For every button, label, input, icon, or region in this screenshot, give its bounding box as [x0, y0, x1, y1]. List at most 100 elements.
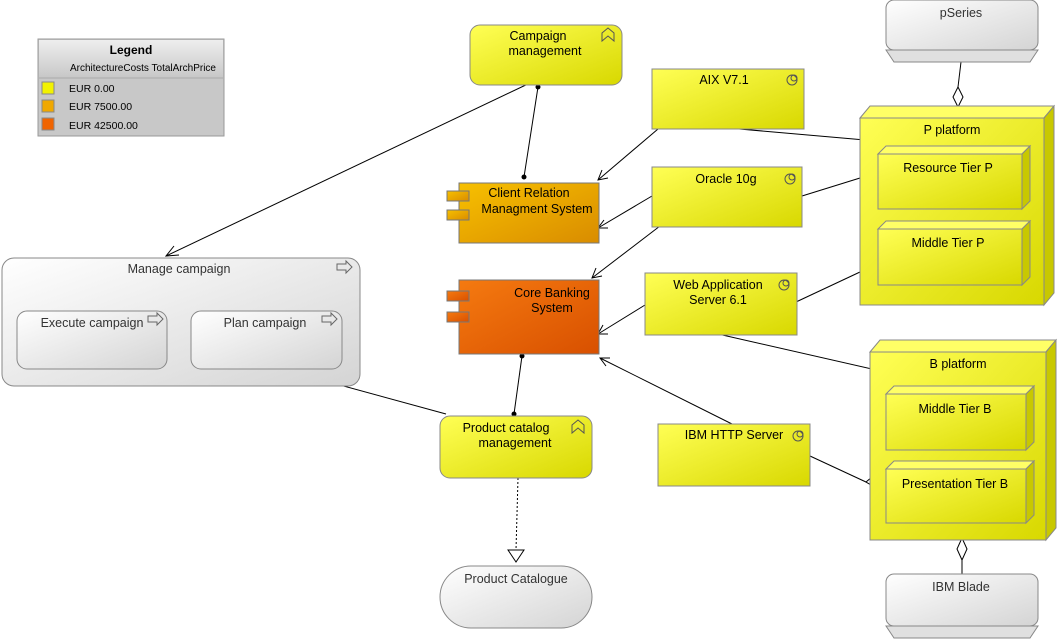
was-label-line1: Web Application — [673, 278, 762, 292]
legend-title: Legend — [110, 43, 153, 57]
trigger-campaign-to-manage — [165, 82, 531, 257]
product-catalog-line2: management — [479, 436, 552, 450]
node-3d-top — [876, 220, 1032, 230]
arrow-head-aix-crm — [597, 169, 609, 181]
core-banking-line2: System — [531, 301, 573, 315]
application-component-core-banking[interactable]: Core Banking System — [446, 279, 600, 355]
system-software-icon-inner — [782, 279, 790, 287]
used-by-oracle-crm — [597, 195, 653, 229]
plan-campaign-label: Plan campaign — [224, 316, 307, 330]
middle-tier-b-label: Middle Tier B — [919, 402, 992, 416]
business-function-product-catalog-management[interactable]: Product catalog management — [439, 415, 593, 479]
application-component-crm[interactable]: Client Relation Managment System — [446, 182, 600, 244]
process-arrow-icon — [321, 311, 338, 327]
system-software-icon — [786, 74, 798, 86]
legend-item-label: EUR 0.00 — [69, 83, 115, 95]
node-3d-top — [876, 145, 1032, 155]
legend-swatch-eur-42500 — [41, 117, 55, 131]
system-software-icon-inner — [788, 173, 796, 181]
arrow-head-ihs-core — [599, 357, 610, 367]
legend-item-label: EUR 7500.00 — [69, 101, 132, 113]
business-function-campaign-management[interactable]: Campaign management — [469, 24, 623, 86]
aggregation-oracle-p — [801, 177, 861, 197]
system-software-oracle[interactable]: Oracle 10g — [651, 166, 803, 228]
system-software-icon — [778, 279, 790, 291]
crm-label-line2: Managment System — [481, 202, 592, 216]
component-tab-top — [446, 190, 470, 202]
assignment-campaign-crm — [523, 86, 539, 178]
aix-label: AIX V7.1 — [699, 73, 748, 87]
function-icon — [601, 27, 615, 43]
legend-item-label: EUR 42500.00 — [69, 120, 138, 132]
assignment-dot-top — [535, 84, 541, 90]
node-3d-side — [1025, 459, 1035, 525]
legend-swatch-eur-0 — [41, 81, 55, 95]
was-label-line2: Server 6.1 — [689, 293, 747, 307]
access-arrow-head — [507, 549, 525, 563]
arrow-head-manage — [164, 245, 180, 257]
oracle-label: Oracle 10g — [695, 172, 756, 186]
presentation-tier-b-label: Presentation Tier B — [902, 477, 1008, 491]
system-software-icon — [792, 430, 804, 442]
used-by-ihs-core — [599, 357, 733, 425]
core-banking-line1: Core Banking — [514, 286, 590, 300]
execute-campaign-label: Execute campaign — [41, 316, 144, 330]
node-3d-top — [858, 105, 1056, 119]
legend-subtitle: ArchitectureCosts TotalArchPrice — [70, 63, 216, 74]
node-presentation-tier-b[interactable]: Presentation Tier B — [884, 459, 1036, 525]
system-software-icon-inner — [790, 74, 798, 82]
assignment-core-product — [513, 355, 523, 415]
device-ibm-blade[interactable]: IBM Blade — [885, 573, 1039, 639]
used-by-oracle-core — [591, 225, 661, 279]
node-middle-tier-p[interactable]: Middle Tier P — [876, 219, 1032, 287]
node-3d-side — [1021, 219, 1031, 287]
legend-header — [39, 40, 223, 77]
diamond-pseries — [952, 85, 964, 109]
node-3d-side — [1045, 338, 1057, 542]
ibm-blade-label: IBM Blade — [932, 580, 990, 594]
business-process-execute-campaign[interactable]: Execute campaign — [16, 310, 168, 370]
assignment-dot-product — [511, 411, 517, 417]
product-catalogue-label: Product Catalogue — [464, 572, 568, 586]
business-process-plan-campaign[interactable]: Plan campaign — [190, 310, 343, 370]
node-resource-tier-p[interactable]: Resource Tier P — [876, 144, 1032, 211]
arrow-head-oracle-core — [591, 267, 603, 279]
assignment-dot-core — [519, 353, 525, 359]
system-software-aix[interactable]: AIX V7.1 — [651, 68, 805, 130]
ihs-label: IBM HTTP Server — [685, 428, 783, 442]
campaign-management-line1: Campaign — [510, 29, 567, 43]
used-by-was-core — [597, 304, 646, 335]
product-catalog-line1: Product catalog — [463, 421, 550, 435]
component-tab-top — [446, 290, 470, 302]
composition-pseries-p — [957, 61, 962, 88]
middle-tier-p-label: Middle Tier P — [912, 236, 985, 250]
legend-swatch-eur-7500 — [41, 99, 55, 113]
component-tab-bottom — [446, 311, 470, 323]
assignment-dot-bottom — [521, 174, 527, 180]
device-pseries[interactable]: pSeries — [885, 0, 1039, 63]
used-by-aix-crm — [597, 128, 659, 181]
system-software-web-application-server[interactable]: Web Application Server 6.1 — [644, 272, 798, 336]
system-software-icon-inner — [796, 430, 804, 438]
crm-label-line1: Client Relation — [488, 186, 569, 200]
legend: Legend ArchitectureCosts TotalArchPrice … — [37, 38, 225, 137]
component-tab-bottom — [446, 209, 470, 221]
node-3d-top — [884, 385, 1036, 395]
node-3d-side — [1021, 144, 1031, 211]
p-platform-label: P platform — [924, 123, 981, 137]
data-object-product-catalogue[interactable]: Product Catalogue — [439, 565, 593, 629]
function-icon — [571, 419, 585, 435]
diamond-blade — [956, 536, 968, 562]
device-base — [885, 49, 1039, 63]
aggregation-ihs-b — [809, 455, 867, 483]
node-middle-tier-b[interactable]: Middle Tier B — [884, 384, 1036, 452]
system-software-ibm-http-server[interactable]: IBM HTTP Server — [657, 423, 811, 487]
process-arrow-icon — [336, 259, 353, 275]
access-product-catalogue — [515, 477, 519, 551]
node-3d-side — [1043, 104, 1055, 307]
device-base — [885, 625, 1039, 639]
aggregation-was-p — [795, 271, 861, 303]
b-platform-label: B platform — [930, 357, 987, 371]
manage-campaign-title: Manage campaign — [128, 262, 231, 276]
